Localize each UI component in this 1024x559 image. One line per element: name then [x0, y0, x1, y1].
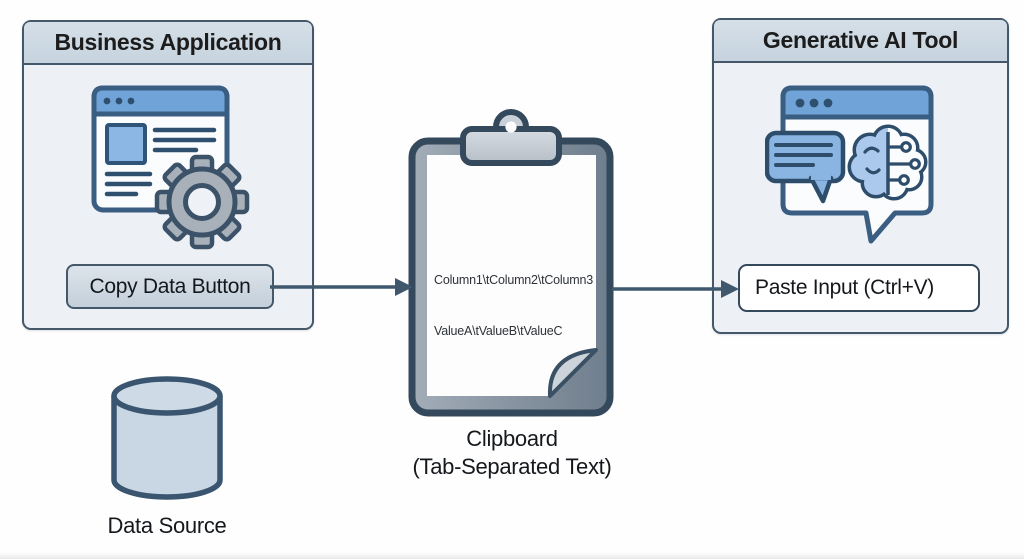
clip-tab-icon [460, 126, 562, 166]
circuit-nodes-icon [898, 141, 921, 186]
data-source-label: Data Source [107, 513, 227, 538]
paste-input-label: Paste Input (Ctrl+V) [755, 276, 934, 299]
clipboard-caption-line1: Clipboard [466, 426, 558, 451]
window-dot-icon [103, 97, 111, 105]
copy-data-button-label: Copy Data Button [89, 274, 251, 298]
clipboard-content-line2: ValueA\tValueB\tValueC [434, 324, 563, 338]
business-application-header: Business Application [24, 22, 312, 65]
business-application-title: Business Application [54, 29, 282, 55]
generative-ai-title: Generative AI Tool [762, 27, 959, 53]
clip-hole-icon [505, 121, 517, 133]
clipboard-icon [408, 109, 614, 417]
copy-data-button[interactable]: Copy Data Button [66, 264, 274, 309]
window-dot-icon [823, 98, 833, 108]
page-fold-icon [547, 348, 598, 398]
clipboard-content: Column1\tColumn2\tColumn3 ValueA\tValueB… [434, 238, 593, 374]
gear-icon [154, 154, 250, 250]
generative-ai-header: Generative AI Tool [714, 20, 1007, 63]
window-dot-icon [115, 97, 123, 105]
paste-input-field[interactable]: Paste Input (Ctrl+V) [738, 264, 980, 312]
data-source-caption: Data Source [67, 512, 267, 540]
bottom-edge-shade [0, 552, 1024, 559]
clipboard-caption-line2: (Tab-Separated Text) [412, 454, 612, 479]
ai-chat-window-icon [765, 85, 934, 244]
clipboard-content-line1: Column1\tColumn2\tColumn3 [434, 273, 593, 287]
window-dot-icon [809, 98, 819, 108]
text-lines-icon [104, 127, 217, 197]
clipboard-caption: Clipboard (Tab-Separated Text) [362, 425, 662, 481]
database-icon [111, 376, 223, 500]
brain-icon [847, 124, 928, 201]
app-window-gear-icon [91, 85, 250, 250]
window-dot-icon [795, 98, 805, 108]
circuit-lines-icon [863, 145, 913, 182]
window-dot-icon [127, 97, 135, 105]
chat-bubble-icon [765, 130, 846, 204]
